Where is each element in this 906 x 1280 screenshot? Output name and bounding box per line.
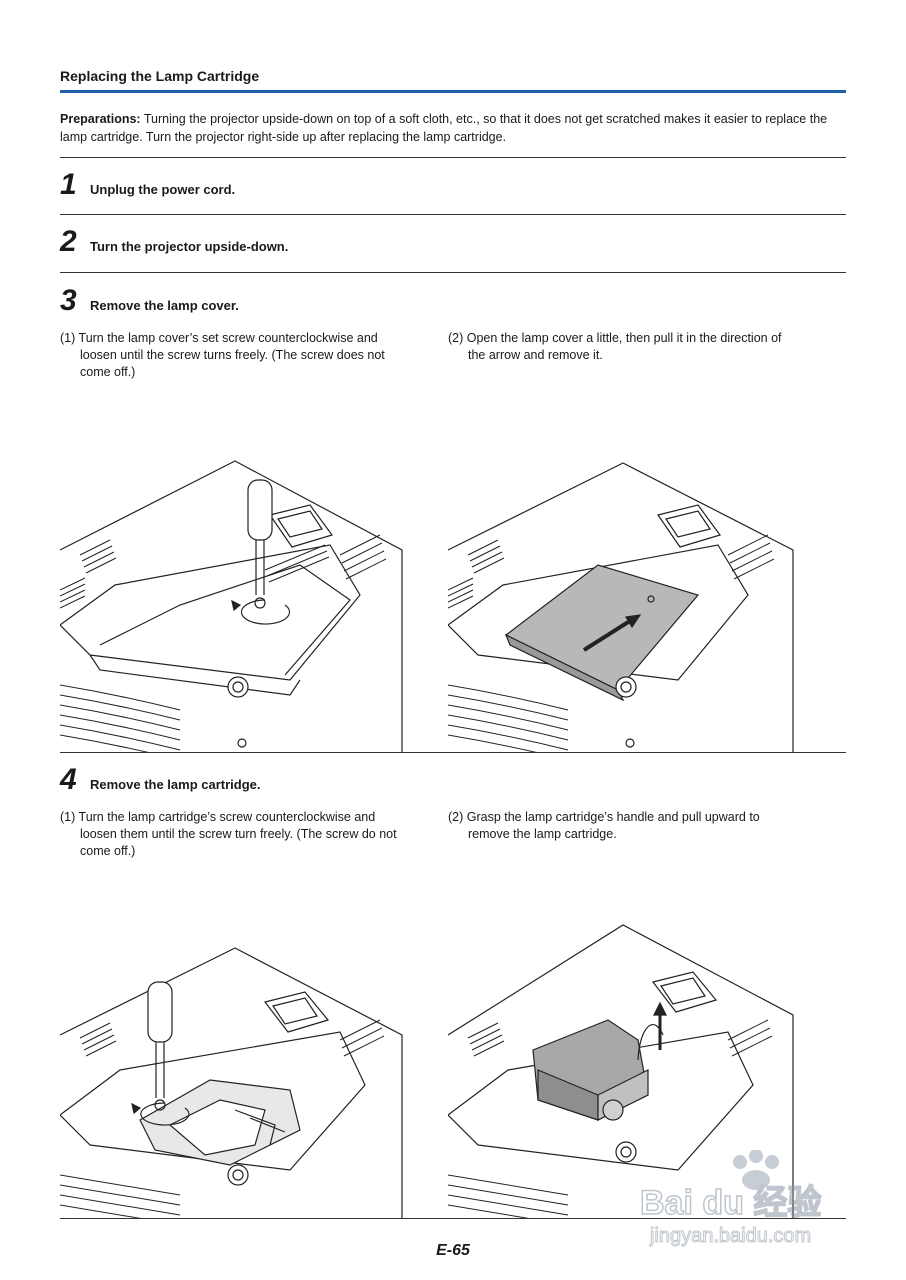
substep-3-1: (1) Turn the lamp cover’s set screw coun… [60,331,385,379]
title-rule [60,90,846,93]
page-number: E-65 [436,1242,470,1259]
substep-4-2: (2) Grasp the lamp cartridge’s handle an… [448,810,760,841]
step-text: Remove the lamp cartridge. [90,777,261,792]
substep-3-2: (2) Open the lamp cover a little, then p… [448,331,782,362]
divider [60,752,846,753]
step-3: 3 Remove the lamp cover. [60,286,239,316]
section-title: Replacing the Lamp Cartridge [60,68,260,84]
step-number: 3 [60,284,77,317]
step-text: Remove the lamp cover. [90,298,239,313]
step-text: Unplug the power cord. [90,182,236,197]
svg-text:Bai du 经验: Bai du 经验 [640,1183,821,1222]
step-2: 2 Turn the projector upside-down. [60,227,288,257]
preparations-label: Preparations: [60,112,141,126]
divider [60,214,846,215]
step-4: 4 Remove the lamp cartridge. [60,765,261,795]
divider [60,1218,846,1219]
preparations-text: Turning the projector upside-down on top… [60,112,828,144]
illustration-loosen-cartridge-screw [60,920,410,1218]
watermark-logo: Bai du 经验 jingyan.baidu.com [639,1149,860,1250]
step-number: 4 [60,763,77,796]
substep-4-1: (1) Turn the lamp cartridge’s screw coun… [60,810,397,858]
divider [60,272,846,273]
illustration-pull-out-cartridge [448,920,798,1218]
svg-text:jingyan.baidu.com: jingyan.baidu.com [649,1225,811,1247]
step-number: 1 [60,168,77,201]
preparations-paragraph: Preparations: Turning the projector upsi… [60,110,848,146]
divider [60,157,846,158]
step-text: Turn the projector upside-down. [90,239,289,254]
illustration-remove-cover [448,455,798,753]
illustration-loosen-cover-screw [60,455,410,753]
step-1: 1 Unplug the power cord. [60,170,235,200]
step-number: 2 [60,225,77,258]
